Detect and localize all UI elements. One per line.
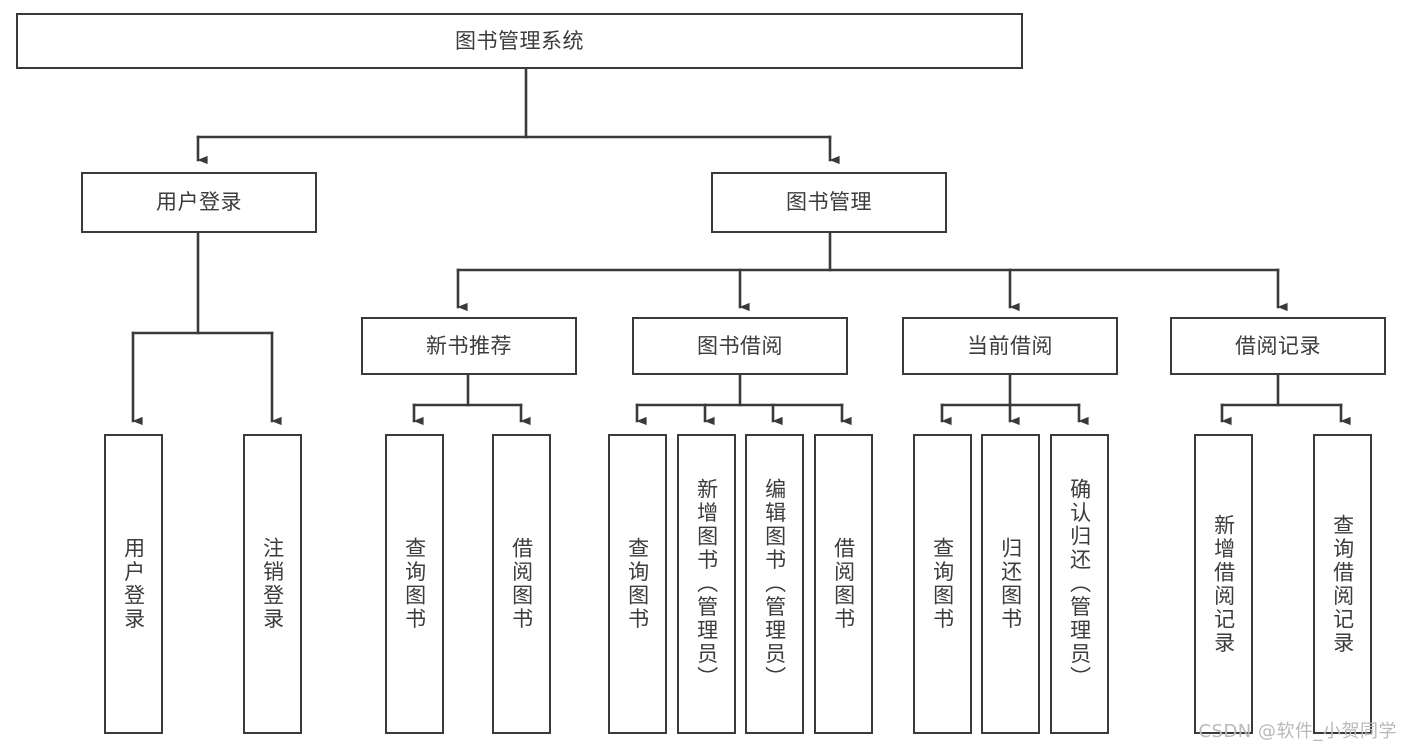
node-label: 当前借阅: [967, 333, 1053, 358]
leaf-borrow-book[interactable]: 借阅图书: [814, 434, 873, 734]
node-label: 借阅图书: [831, 537, 856, 631]
leaf-query-book-current[interactable]: 查询图书: [913, 434, 972, 734]
node-label: 图书借阅: [697, 333, 783, 358]
node-new-book-recommend[interactable]: 新书推荐: [361, 317, 577, 375]
node-label: 归还图书: [998, 537, 1023, 631]
node-label: 用户登录: [121, 537, 146, 631]
node-label: 查询图书: [625, 537, 650, 631]
node-user-login[interactable]: 用户登录: [81, 172, 317, 233]
leaf-add-book-admin[interactable]: 新增图书（管理员）: [677, 434, 736, 734]
csdn-watermark: CSDN @软件_小贺同学: [1198, 721, 1397, 742]
node-label: 新增图书（管理员）: [694, 478, 719, 690]
node-root-library-system[interactable]: 图书管理系统: [16, 13, 1023, 69]
leaf-add-borrow-record[interactable]: 新增借阅记录: [1194, 434, 1253, 734]
node-label: 新增借阅记录: [1211, 513, 1236, 655]
leaf-query-borrow-record[interactable]: 查询借阅记录: [1313, 434, 1372, 734]
node-label: 查询图书: [930, 537, 955, 631]
node-label: 注销登录: [260, 537, 285, 631]
leaf-query-book-borrow[interactable]: 查询图书: [608, 434, 667, 734]
node-current-borrow[interactable]: 当前借阅: [902, 317, 1118, 375]
node-book-management[interactable]: 图书管理: [711, 172, 947, 233]
node-label: 查询借阅记录: [1330, 513, 1355, 655]
node-label: 确认归还（管理员）: [1067, 478, 1092, 690]
leaf-query-book-recommend[interactable]: 查询图书: [385, 434, 444, 734]
node-label: 用户登录: [156, 190, 242, 215]
leaf-logout[interactable]: 注销登录: [243, 434, 302, 734]
leaf-user-login[interactable]: 用户登录: [104, 434, 163, 734]
node-label: 图书管理系统: [455, 28, 584, 53]
leaf-confirm-return-admin[interactable]: 确认归还（管理员）: [1050, 434, 1109, 734]
node-label: 查询图书: [402, 537, 427, 631]
leaf-edit-book-admin[interactable]: 编辑图书（管理员）: [745, 434, 804, 734]
node-label: 借阅记录: [1235, 333, 1321, 358]
node-label: 新书推荐: [426, 333, 512, 358]
leaf-return-book[interactable]: 归还图书: [981, 434, 1040, 734]
node-label: 借阅图书: [509, 537, 534, 631]
node-book-borrow[interactable]: 图书借阅: [632, 317, 848, 375]
node-borrow-record[interactable]: 借阅记录: [1170, 317, 1386, 375]
node-label: 编辑图书（管理员）: [762, 478, 787, 690]
leaf-borrow-book-recommend[interactable]: 借阅图书: [492, 434, 551, 734]
node-label: 图书管理: [786, 190, 872, 215]
